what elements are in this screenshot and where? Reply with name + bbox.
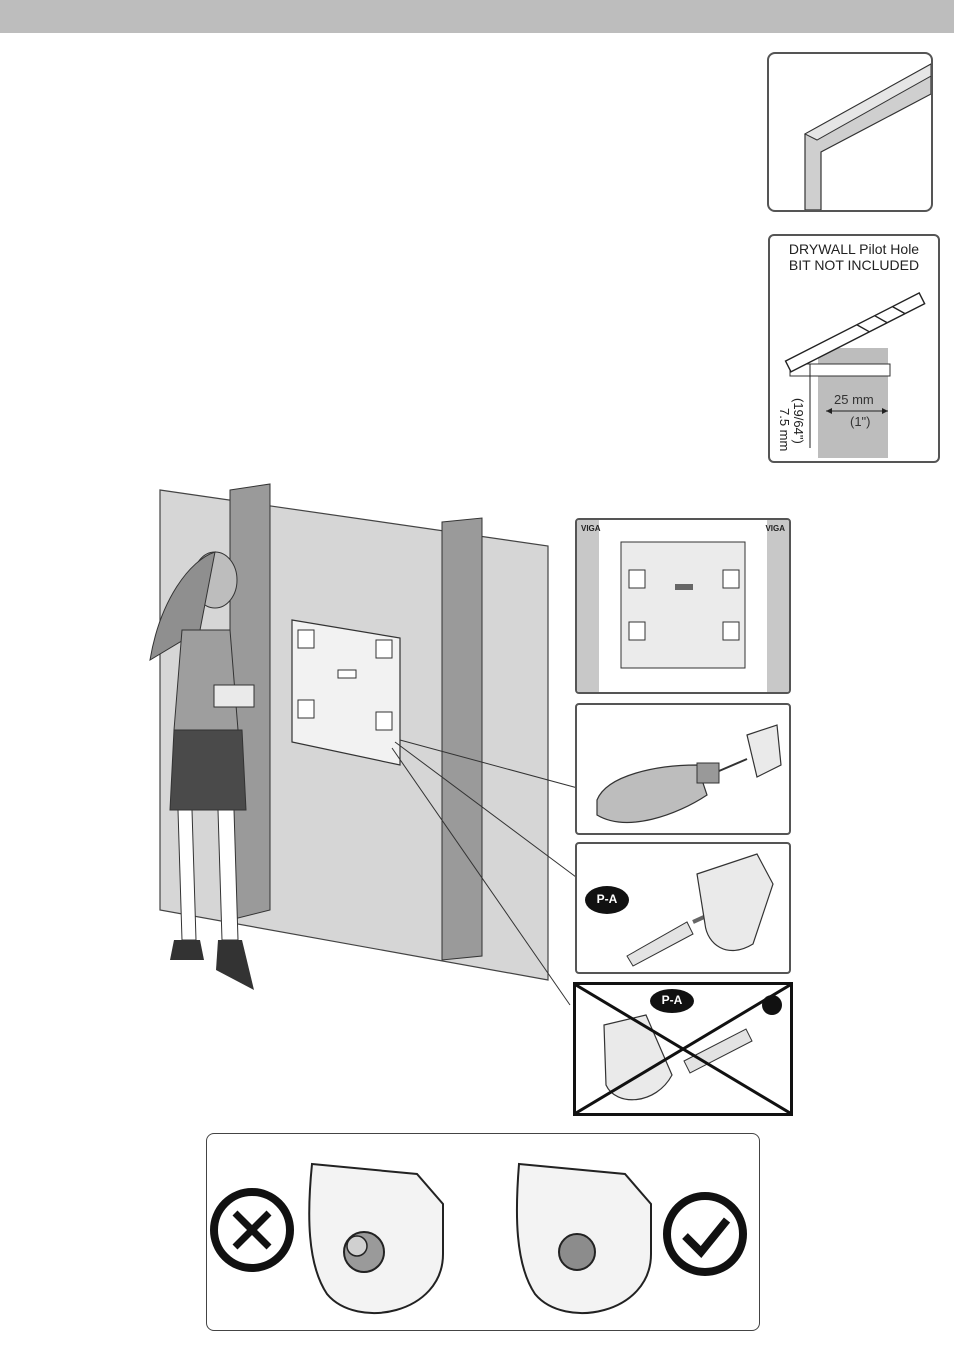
wrong-part-label: P-A (652, 993, 692, 1007)
wall-bracket (292, 620, 400, 765)
dim-depth-in: (1") (850, 414, 871, 429)
check-circle-icon (667, 1196, 743, 1272)
bracket-wrong-illustration (309, 1164, 443, 1313)
anchor-insert-panel: P-A (575, 842, 791, 974)
anchor-insert-illustration (577, 844, 789, 972)
x-circle-icon (214, 1192, 290, 1268)
stud-location-panel: VIGA VIGA (575, 518, 791, 694)
wrong-method-panel: P-A (573, 982, 793, 1116)
drill-detail-panel (575, 703, 791, 835)
dim-hole-mm: 7.5 mm (777, 408, 792, 451)
drill-bit-panel: DRYWALL Pilot Hole BIT NOT INCLUDED 7.5 … (768, 234, 940, 463)
stud-location-illustration (577, 520, 789, 692)
wall-edge-panel (767, 52, 933, 212)
header-bar (0, 0, 954, 33)
bracket-right-illustration (517, 1164, 651, 1313)
viga-right-label: VIGA (765, 524, 785, 533)
wall-edge-illustration (769, 54, 931, 210)
dim-depth-mm: 25 mm (834, 392, 874, 407)
drill-detail-illustration (577, 705, 789, 833)
viga-left-label: VIGA (581, 524, 601, 533)
result-comparison-panel (206, 1133, 760, 1331)
dim-hole-in: (19/64") (791, 398, 806, 444)
anchor-part-label: P-A (587, 892, 627, 906)
result-comparison-illustration (207, 1134, 759, 1330)
